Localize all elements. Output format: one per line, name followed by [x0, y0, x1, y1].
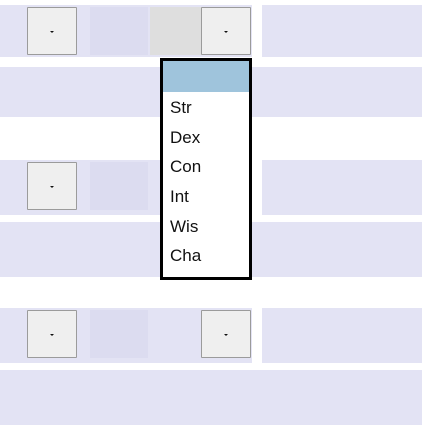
- dropdown-option-dex[interactable]: Dex: [170, 128, 201, 147]
- chevron-down-icon: [224, 31, 228, 33]
- chevron-down-icon: [50, 334, 54, 336]
- attribute-dropdown-list[interactable]: Str Dex Con Int Wis Cha: [160, 58, 252, 280]
- row3-dropdown-1-button[interactable]: [27, 310, 77, 358]
- dropdown-option-wis[interactable]: Wis: [170, 217, 199, 236]
- dropdown-option-str[interactable]: Str: [170, 98, 192, 117]
- row3-right-cell[interactable]: [262, 308, 422, 363]
- dropdown-option-cha[interactable]: Cha: [170, 246, 202, 265]
- row1-value-cell-2[interactable]: [150, 7, 202, 55]
- chevron-down-icon: [50, 31, 54, 33]
- row1-dropdown-1-button[interactable]: [27, 7, 77, 55]
- row1-dropdown-2-button[interactable]: [201, 7, 251, 55]
- row1-value-cell[interactable]: [90, 7, 148, 55]
- row2-right-cell[interactable]: [262, 160, 422, 215]
- dropdown-option-con[interactable]: Con: [170, 157, 202, 176]
- row2-value-cell[interactable]: [90, 162, 148, 210]
- row1-right-cell[interactable]: [262, 5, 422, 57]
- chevron-down-icon: [50, 186, 54, 188]
- row2-dropdown-1-button[interactable]: [27, 162, 77, 210]
- row3-sub-band: [0, 370, 422, 425]
- chevron-down-icon: [224, 334, 228, 336]
- row3-value-cell[interactable]: [90, 310, 148, 358]
- row3-dropdown-2-button[interactable]: [201, 310, 251, 358]
- dropdown-option-blank-selected[interactable]: [163, 61, 249, 92]
- dropdown-option-int[interactable]: Int: [170, 187, 189, 206]
